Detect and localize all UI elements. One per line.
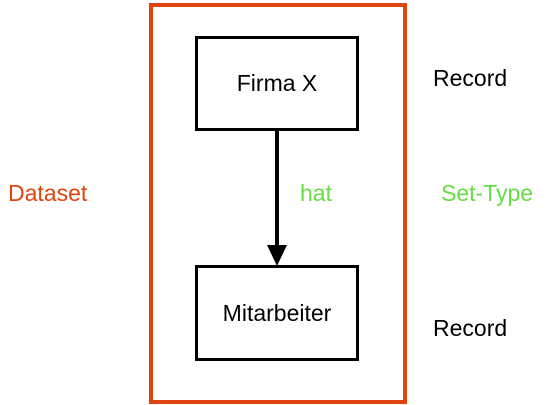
record-box-firma: Firma X xyxy=(195,36,359,131)
relation-arrow-head xyxy=(267,245,287,266)
record-label-top: Record xyxy=(433,65,508,91)
record-box-mitarbeiter: Mitarbeiter xyxy=(195,265,359,361)
settype-label: Set-Type xyxy=(441,180,534,206)
record-label-bottom: Record xyxy=(433,315,508,341)
dataset-frame xyxy=(149,3,407,404)
record-box-mitarbeiter-text: Mitarbeiter xyxy=(222,299,332,326)
dataset-label: Dataset xyxy=(8,180,88,206)
relation-label: hat xyxy=(300,180,332,206)
record-box-firma-text: Firma X xyxy=(236,70,318,96)
